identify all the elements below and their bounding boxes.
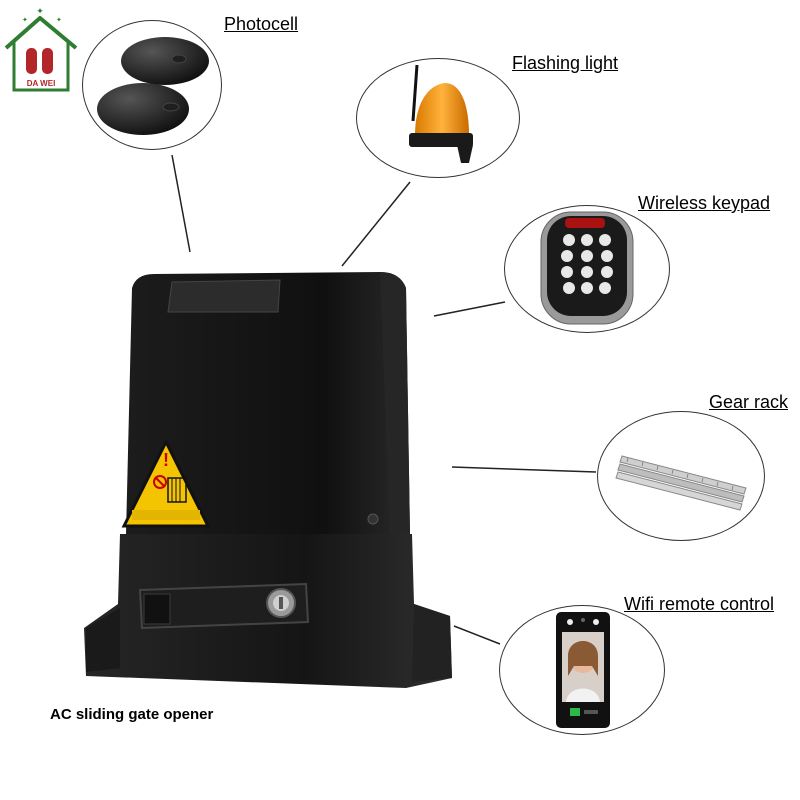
brand-logo: ✦ ✦ ✦ DA WEI	[2, 4, 80, 94]
wireless-keypad-circle	[504, 205, 670, 333]
gate-opener-icon: !	[84, 272, 452, 688]
svg-text:!: !	[163, 450, 169, 470]
flashing-light-label: Flashing light	[512, 53, 619, 73]
house-logo-icon: ✦ ✦ ✦ DA WEI	[4, 6, 78, 92]
gear-rack-icon	[615, 455, 747, 511]
product-caption: AC sliding gate opener	[50, 706, 214, 723]
flashing-light-icon	[409, 64, 473, 163]
svg-text:✦: ✦	[56, 16, 62, 24]
gate-opener-unit: !	[80, 268, 460, 694]
wifi-remote-circle	[499, 605, 665, 735]
svg-text:✦: ✦	[36, 6, 44, 16]
gear-rack-circle	[597, 411, 765, 541]
photocell-icon	[97, 37, 209, 135]
flashing-light-circle	[356, 58, 520, 178]
svg-text:✦: ✦	[22, 16, 28, 24]
wifi-remote-label: Wifi remote control	[624, 594, 775, 614]
logo-text: DA WEI	[27, 79, 56, 88]
wireless-keypad-label: Wireless keypad	[638, 193, 771, 213]
gear-rack-label: Gear rack	[709, 392, 789, 412]
photocell-label: Photocell	[224, 14, 299, 34]
photocell-circle	[82, 20, 222, 150]
keypad-icon	[540, 211, 634, 325]
face-terminal-icon	[556, 612, 610, 728]
